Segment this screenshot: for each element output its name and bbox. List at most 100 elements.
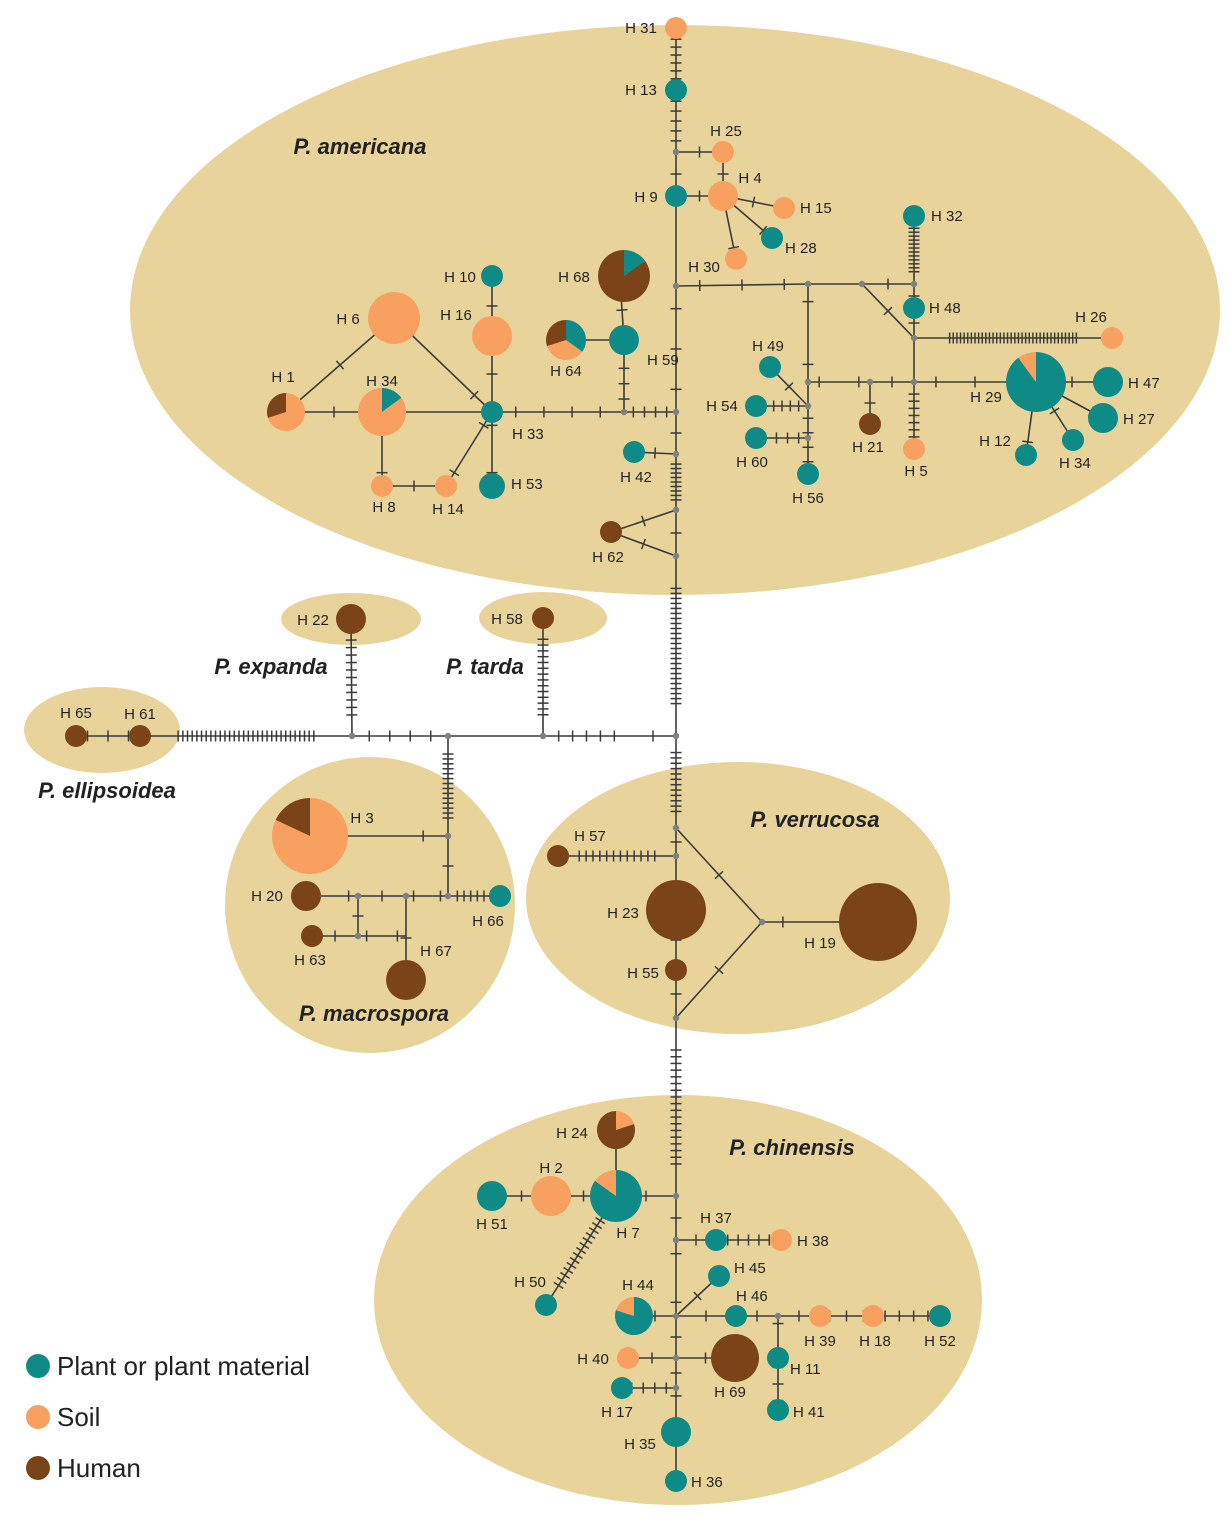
haplotype-label: H 2 — [539, 1160, 562, 1177]
pie-slice-soil — [267, 393, 305, 431]
haplotype-nodes — [65, 17, 1123, 1492]
haplotype-label: H 32 — [931, 208, 963, 225]
haplotype-label: H 48 — [929, 300, 961, 317]
pie-plant — [929, 1305, 951, 1327]
median-vector — [620, 408, 628, 416]
pie-plant — [797, 463, 819, 485]
pie-slice-soil — [1018, 352, 1036, 382]
pie-human — [711, 1334, 759, 1382]
median-vector — [672, 1312, 680, 1320]
pie-human — [65, 725, 87, 747]
mutation-tick — [759, 225, 768, 236]
pie-soil — [809, 1305, 831, 1327]
haplotype-h34 — [1062, 429, 1084, 451]
mutation-tick — [556, 1276, 567, 1285]
haplotype-label: H 50 — [514, 1274, 546, 1291]
haplotype-label: H 9 — [634, 189, 657, 206]
pie-slice-human — [546, 320, 566, 347]
pie-plant — [903, 205, 925, 227]
pie-soil — [773, 197, 795, 219]
haplotype-label: H 55 — [627, 965, 659, 982]
haplotype-h38 — [770, 1229, 792, 1251]
median-vector — [672, 1014, 680, 1022]
mutation-tick — [714, 870, 724, 880]
haplotype-label: H 66 — [472, 913, 504, 930]
mutation-tick — [579, 1241, 590, 1250]
pie-plant — [767, 1399, 789, 1421]
median-vector — [672, 552, 680, 560]
haplotype-label: H 52 — [924, 1333, 956, 1350]
edge-23 — [445, 411, 493, 487]
haplotype-h57 — [547, 845, 569, 867]
haplotype-h62 — [600, 521, 622, 543]
haplotype-label: H 42 — [620, 469, 652, 486]
pie-human — [600, 521, 622, 543]
mutation-tick — [559, 1271, 571, 1280]
median-vector — [672, 1192, 680, 1200]
haplotype-label: H 14 — [432, 501, 464, 518]
haplotype-label: H 57 — [574, 828, 606, 845]
mutation-tick — [449, 469, 460, 477]
haplotype-h10 — [481, 265, 503, 287]
haplotype-h65 — [65, 725, 87, 747]
haplotype-label: H 29 — [970, 389, 1002, 406]
median-vector — [402, 892, 410, 900]
haplotype-label: H 23 — [607, 905, 639, 922]
pie-plant — [609, 325, 639, 355]
haplotype-h1 — [266, 393, 305, 431]
haplotype-label: H 10 — [444, 269, 476, 286]
haplotype-h20 — [291, 881, 321, 911]
haplotype-label: H 35 — [624, 1436, 656, 1453]
median-vector — [672, 1236, 680, 1244]
haplotype-label: H 17 — [601, 1404, 633, 1421]
haplotype-label: H 3 — [350, 810, 373, 827]
pie-human — [859, 413, 881, 435]
haplotype-label: H 67 — [420, 943, 452, 960]
haplotype-label: H 34 — [1059, 455, 1091, 472]
legend-label-human: Human — [57, 1453, 141, 1483]
haplotype-label: H 59 — [647, 352, 679, 369]
median-vector — [910, 280, 918, 288]
median-vector — [774, 1312, 782, 1320]
mutation-tick — [693, 1291, 702, 1301]
pie-slice-plant — [624, 250, 646, 276]
haplotype-h4 — [708, 181, 738, 211]
haplotype-h53 — [479, 473, 505, 499]
haplotype-h8 — [371, 475, 393, 497]
pie-human — [646, 880, 706, 940]
pie-slice-human — [598, 250, 650, 303]
haplotype-h40 — [617, 1347, 639, 1369]
haplotype-label: H 28 — [785, 240, 817, 257]
pie-plant — [745, 427, 767, 449]
haplotype-h11 — [767, 1347, 789, 1369]
pie-human — [532, 607, 554, 629]
species-label-chinensis: P. chinensis — [729, 1135, 855, 1160]
haplotype-label: H 4 — [738, 170, 761, 187]
mutation-tick — [585, 1231, 596, 1240]
pie-soil — [770, 1229, 792, 1251]
region-americana — [130, 25, 1220, 595]
haplotype-h6 — [368, 292, 420, 344]
pie-human — [301, 925, 323, 947]
haplotype-label: H 47 — [1128, 375, 1160, 392]
haplotype-h68 — [598, 250, 650, 303]
pie-human — [547, 845, 569, 867]
pie-slice-soil — [594, 1170, 616, 1196]
haplotype-h36 — [665, 1470, 687, 1492]
mutation-tick — [616, 308, 628, 312]
median-vector — [672, 282, 680, 290]
haplotype-h19 — [839, 883, 917, 961]
haplotype-h39 — [809, 1305, 831, 1327]
haplotype-h42 — [623, 441, 645, 463]
haplotype-label: H 36 — [691, 1474, 723, 1491]
mutation-tick — [728, 245, 740, 250]
haplotype-h44 — [615, 1297, 653, 1335]
haplotype-label: H 44 — [622, 1277, 654, 1294]
pie-soil — [368, 292, 420, 344]
median-vector — [672, 450, 680, 458]
median-vector — [804, 434, 812, 442]
haplotype-h59 — [609, 325, 639, 355]
haplotype-label: H 53 — [511, 476, 543, 493]
legend-label-soil: Soil — [57, 1402, 100, 1432]
pie-plant — [611, 1377, 633, 1399]
